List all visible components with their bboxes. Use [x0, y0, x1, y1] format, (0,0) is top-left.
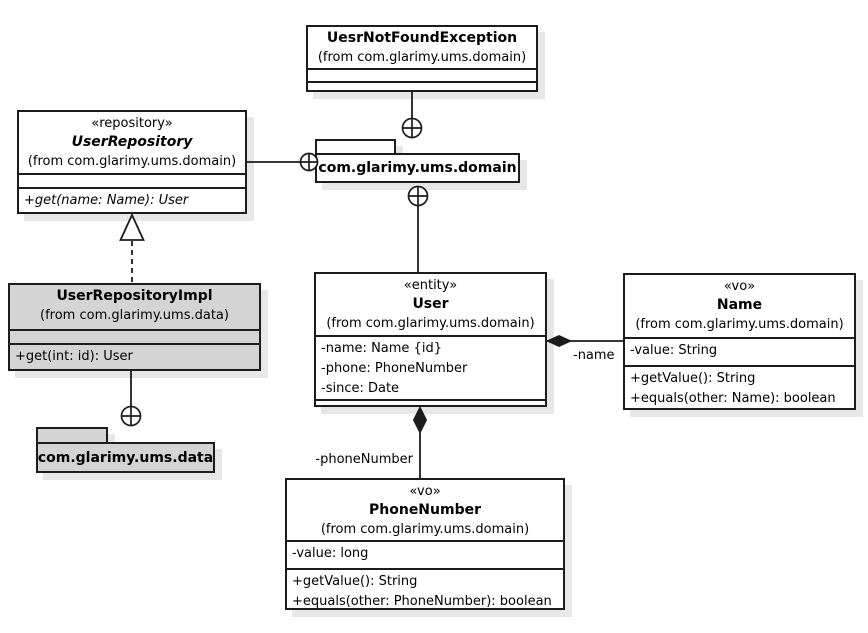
class-name: PhoneNumber	[369, 502, 481, 518]
method-row: +get(name: Name): User	[24, 193, 189, 208]
class-name: User	[412, 296, 449, 312]
containment-connector-impl[interactable]	[120, 371, 142, 427]
containment-connector-exception[interactable]	[401, 92, 423, 139]
methods-compartment: +get(int: id): User	[10, 343, 259, 369]
attributes-compartment-empty	[10, 329, 259, 343]
class-box-name[interactable]: «vo» Name (from com.glarimy.ums.domain) …	[623, 273, 856, 410]
role-label-name: -name	[573, 348, 615, 363]
class-title: «vo» PhoneNumber (from com.glarimy.ums.d…	[287, 480, 563, 540]
containment-connector-repository[interactable]	[247, 152, 319, 172]
class-title: «entity» User (from com.glarimy.ums.doma…	[316, 274, 545, 335]
attributes-compartment-empty	[19, 173, 245, 187]
class-box-exception[interactable]: UesrNotFoundException (from com.glarimy.…	[306, 25, 538, 92]
methods-compartment: +get(name: Name): User	[19, 187, 245, 212]
class-name: UesrNotFoundException	[326, 30, 518, 46]
methods-compartment-empty	[308, 81, 536, 90]
realization-triangle-icon	[119, 212, 145, 241]
class-name: Name	[716, 297, 763, 313]
class-name: UserRepository	[71, 134, 193, 150]
class-box-phone-number[interactable]: «vo» PhoneNumber (from com.glarimy.ums.d…	[285, 478, 565, 610]
containment-anchor-icon	[401, 117, 423, 139]
class-from: (from com.glarimy.ums.domain)	[320, 522, 530, 537]
composition-connector-name[interactable]	[545, 334, 623, 348]
class-box-user[interactable]: «entity» User (from com.glarimy.ums.doma…	[314, 272, 547, 407]
class-box-user-repository-impl[interactable]: UserRepositoryImpl (from com.glarimy.ums…	[8, 283, 261, 371]
attributes-compartment: -value: String	[625, 337, 854, 365]
attribute-row: -name: Name {id}	[321, 341, 442, 356]
attribute-row: -value: String	[630, 343, 718, 358]
realization-connector[interactable]	[119, 212, 145, 283]
package-data[interactable]: com.glarimy.ums.data	[36, 442, 215, 473]
methods-compartment-empty	[316, 399, 545, 405]
class-from: (from com.glarimy.ums.domain)	[635, 317, 844, 332]
composition-diamond-icon	[545, 334, 573, 348]
attribute-row: -phone: PhoneNumber	[321, 361, 468, 376]
methods-compartment: +getValue(): String +equals(other: Phone…	[287, 568, 563, 608]
role-label-phone-number: -phoneNumber	[315, 452, 413, 467]
class-from: (from com.glarimy.ums.domain)	[317, 50, 527, 65]
attributes-compartment: -name: Name {id} -phone: PhoneNumber -si…	[316, 335, 545, 399]
attribute-row: -value: long	[292, 546, 369, 561]
containment-anchor-icon	[120, 405, 142, 427]
attributes-compartment-empty	[308, 68, 536, 81]
class-from: (from com.glarimy.ums.domain)	[326, 316, 535, 331]
class-stereotype: «vo»	[409, 484, 441, 499]
class-title: «repository» UserRepository (from com.gl…	[19, 112, 245, 173]
composition-connector-phone-number[interactable]	[412, 405, 428, 478]
composition-diamond-icon	[412, 405, 428, 435]
method-row: +get(int: id): User	[15, 349, 133, 364]
class-title: UesrNotFoundException (from com.glarimy.…	[308, 27, 536, 68]
method-row: +getValue(): String	[630, 371, 756, 386]
class-title: UserRepositoryImpl (from com.glarimy.ums…	[10, 285, 259, 329]
package-name: com.glarimy.ums.domain	[318, 160, 517, 176]
containment-anchor-icon	[407, 185, 429, 207]
class-from: (from com.glarimy.ums.data)	[40, 308, 229, 323]
containment-connector-user[interactable]	[407, 185, 429, 273]
class-box-user-repository[interactable]: «repository» UserRepository (from com.gl…	[17, 110, 247, 214]
attribute-row: -since: Date	[321, 381, 400, 396]
class-stereotype: «repository»	[91, 116, 173, 131]
package-domain[interactable]: com.glarimy.ums.domain	[315, 153, 520, 183]
method-row: +equals(other: Name): boolean	[630, 391, 836, 406]
class-name: UserRepositoryImpl	[56, 288, 213, 304]
method-row: +getValue(): String	[292, 574, 418, 589]
method-row: +equals(other: PhoneNumber): boolean	[292, 594, 552, 608]
package-name: com.glarimy.ums.data	[37, 449, 214, 466]
attributes-compartment: -value: long	[287, 540, 563, 568]
class-from: (from com.glarimy.ums.domain)	[27, 154, 237, 169]
class-stereotype: «entity»	[403, 278, 458, 293]
class-stereotype: «vo»	[723, 279, 756, 294]
class-title: «vo» Name (from com.glarimy.ums.domain)	[625, 275, 854, 337]
methods-compartment: +getValue(): String +equals(other: Name)…	[625, 365, 854, 408]
